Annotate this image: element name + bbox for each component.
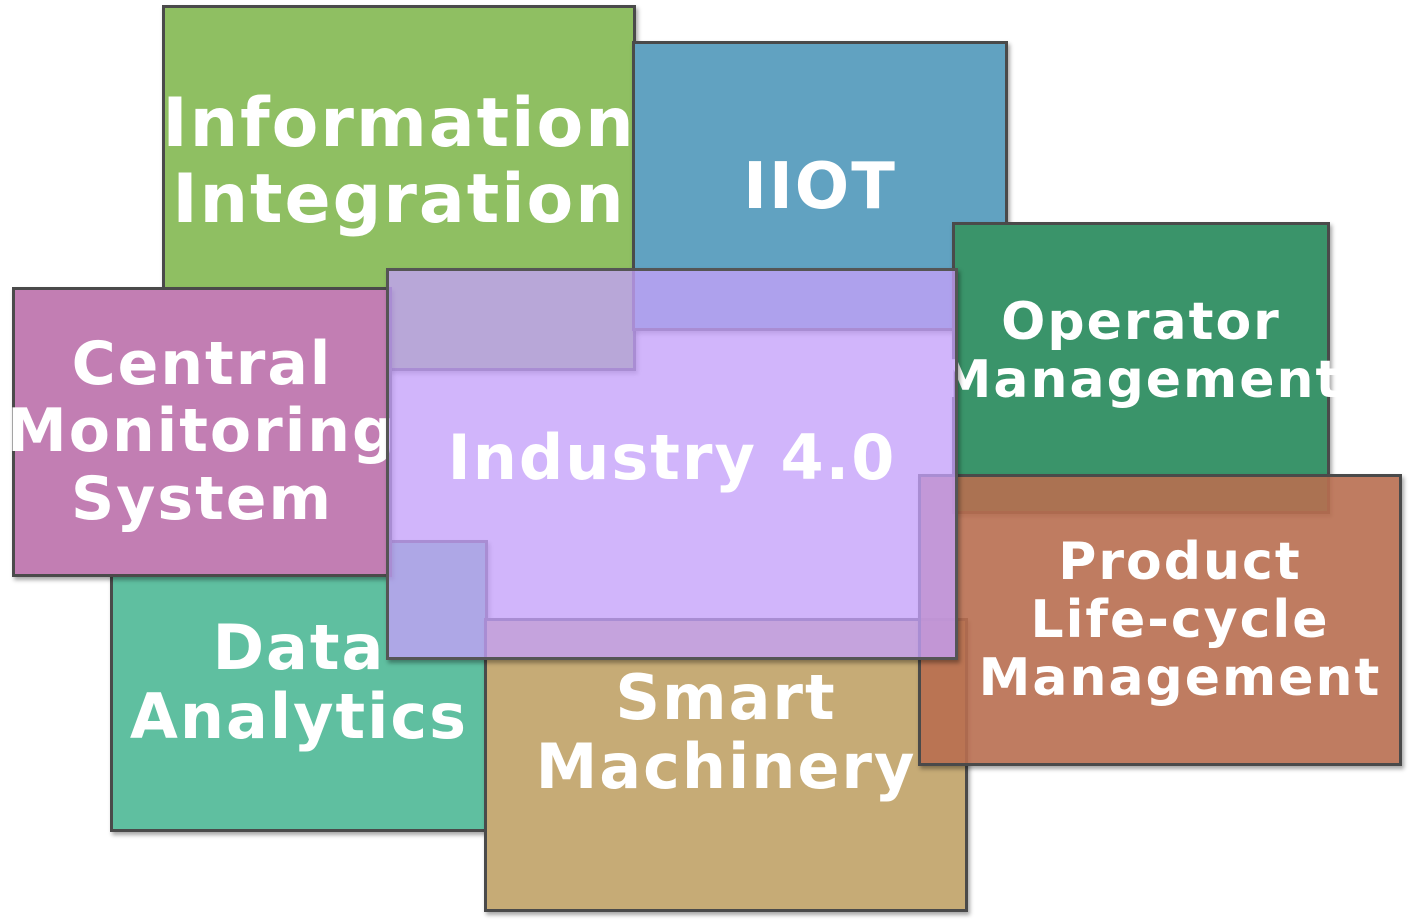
iiot-label: IIOT [743, 150, 897, 224]
product-lifecycle-line-3: Management [978, 648, 1382, 709]
product-lifecycle-line-2: Life-cycle [1030, 589, 1330, 650]
smart-machinery-box: Smart Machinery [484, 618, 968, 912]
central-monitoring-system-box: Central Monitoring System [7, 287, 395, 577]
operator-management-line-1: Operator [1001, 292, 1281, 352]
operator-management-line-2: Management [939, 350, 1343, 411]
central-monitoring-line-3: System [71, 463, 333, 534]
information-integration-line-1: Information [162, 84, 636, 163]
industry-4-0-center-box: Industry 4.0 [386, 268, 958, 660]
product-lifecycle-line-1: Product [1058, 531, 1302, 592]
information-integration-line-2: Integration [172, 160, 626, 240]
data-analytics-line-1: Data [212, 611, 386, 684]
data-analytics-box: Data Analytics [110, 540, 488, 832]
smart-machinery-line-1: Smart [615, 661, 837, 734]
central-monitoring-line-1: Central [71, 329, 333, 400]
operator-management-box: Operator Management [940, 222, 1340, 514]
data-analytics-line-2: Analytics [129, 680, 469, 754]
central-monitoring-line-2: Monitoring [7, 396, 397, 467]
smart-machinery-line-2: Machinery [535, 730, 917, 804]
industry-4-0-label: Industry 4.0 [447, 421, 897, 494]
product-lifecycle-management-box: Product Life-cycle Management [918, 474, 1402, 766]
